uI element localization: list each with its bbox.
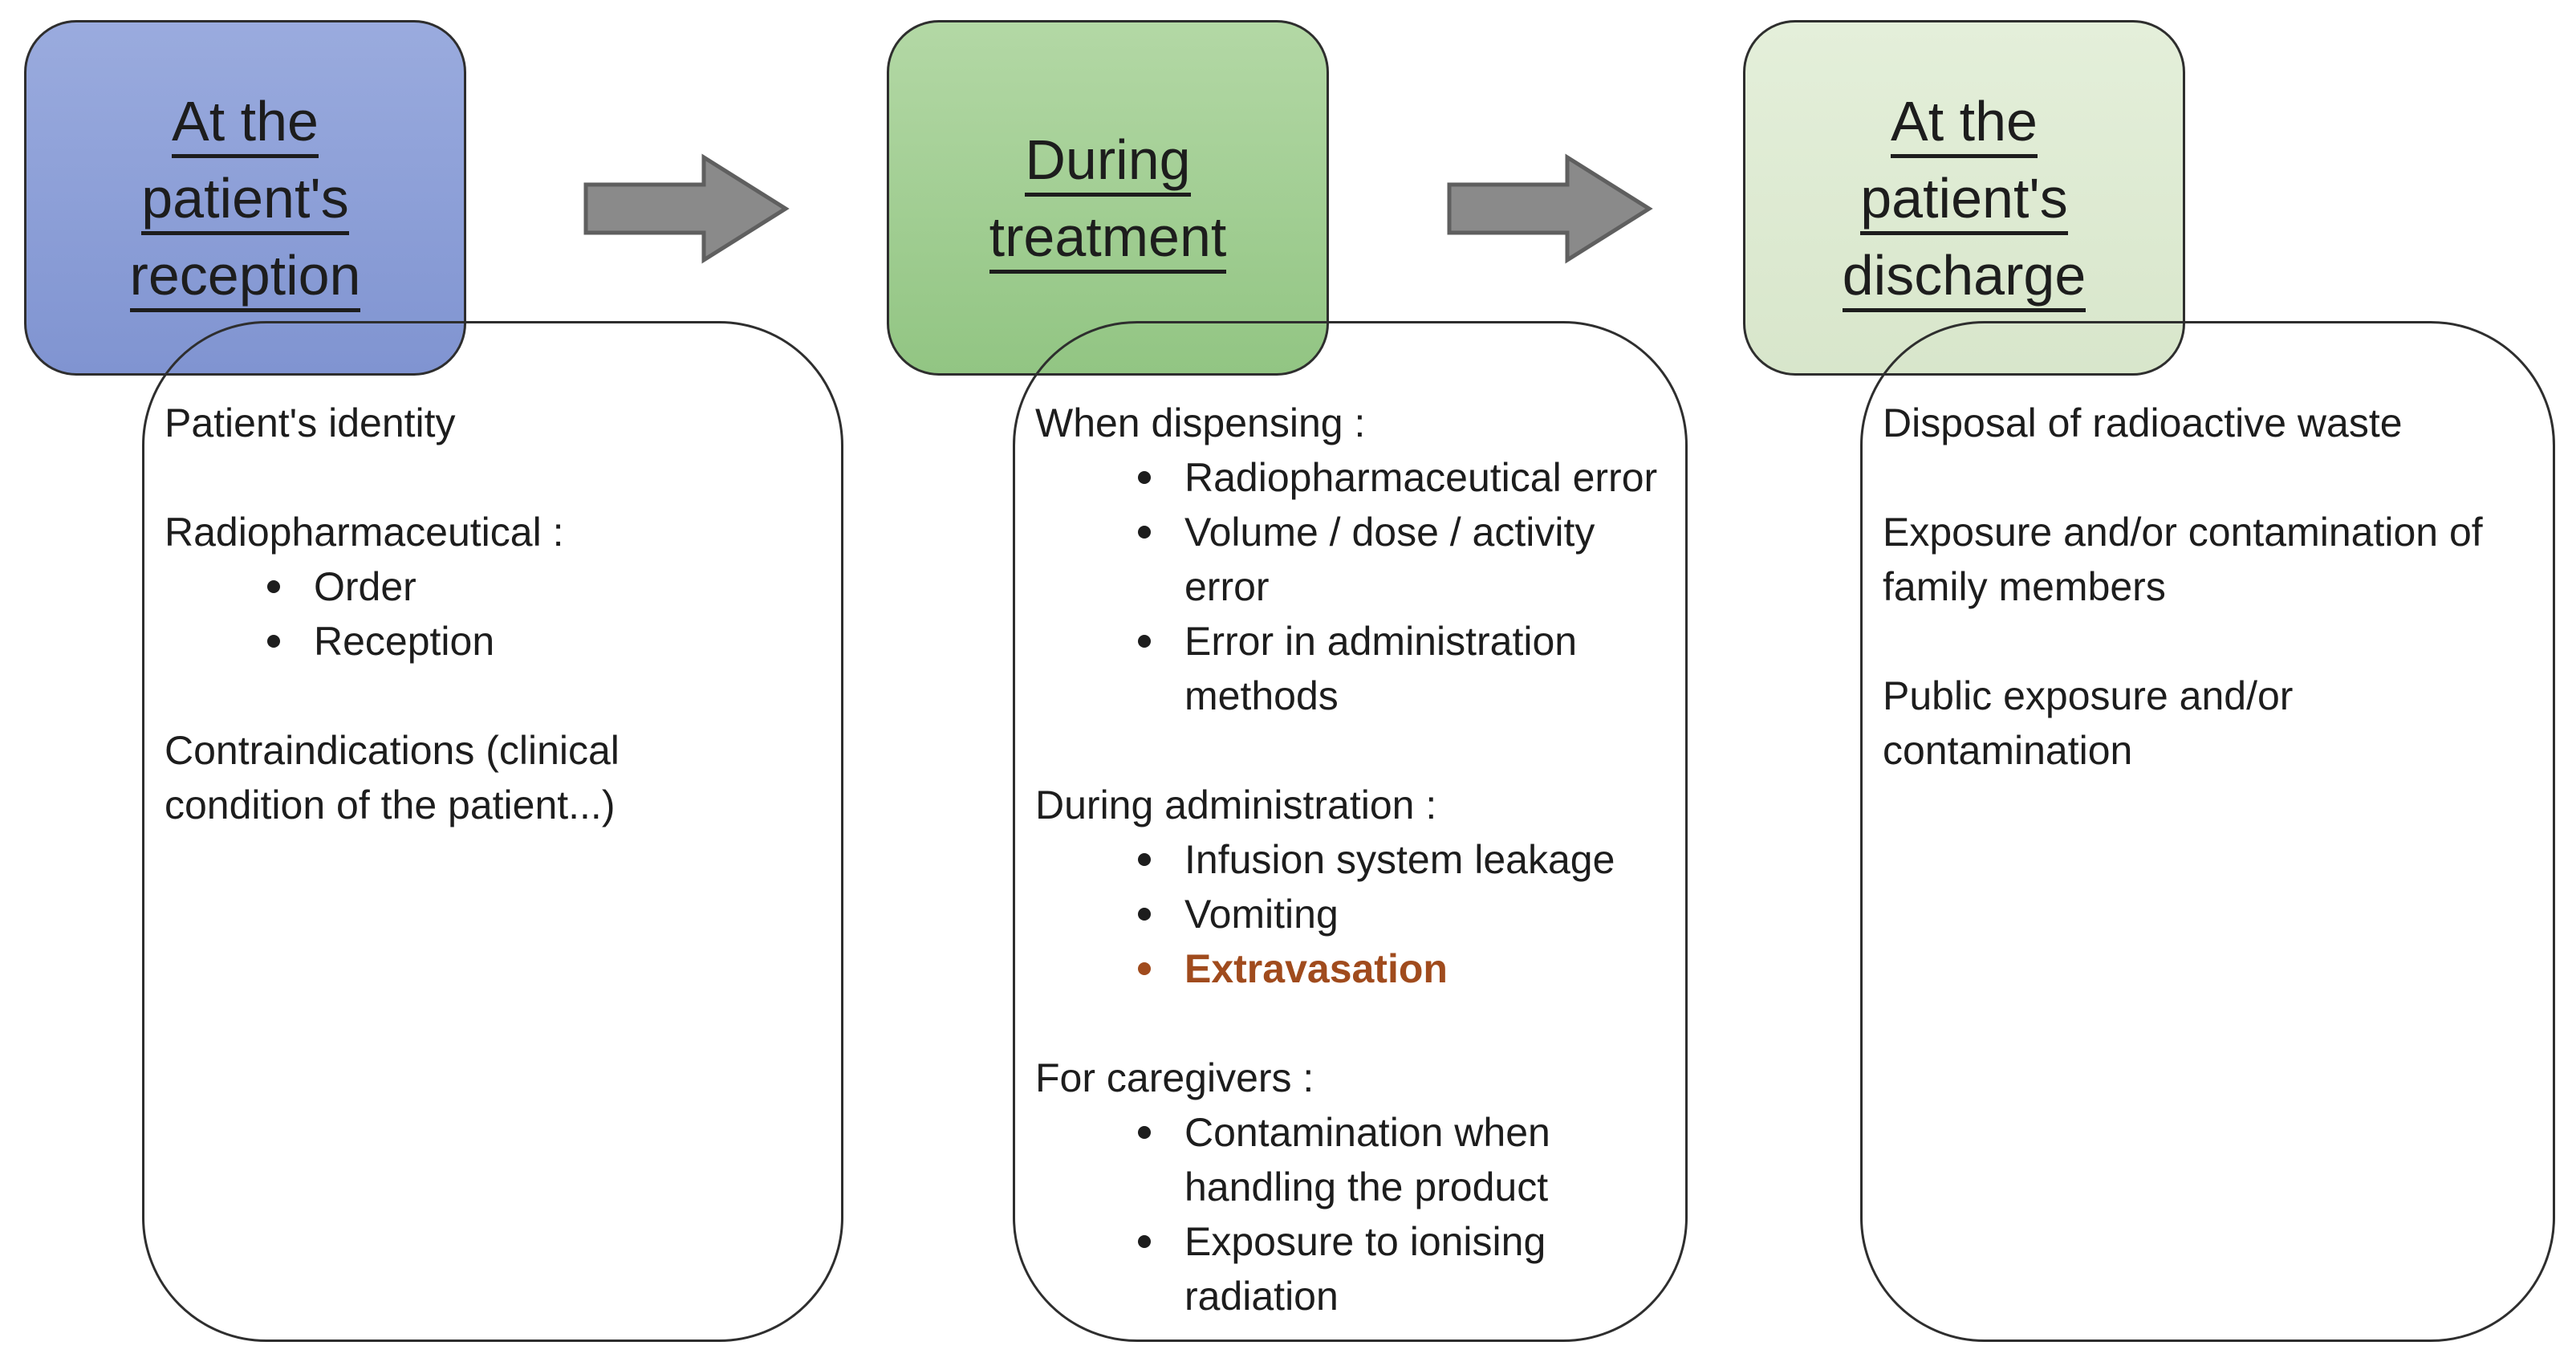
bullet-item: Error in administration methods: [1035, 614, 1673, 723]
stage-title-line: At the: [130, 83, 361, 160]
bullet-item: Extravasation: [1035, 941, 1673, 996]
stage-title-line: reception: [129, 237, 361, 314]
bullet-item: Infusion system leakage: [1035, 832, 1673, 887]
blank-line: [165, 669, 761, 723]
text-line: Exposure and/or contamination of family …: [1883, 510, 2483, 609]
stage-title-discharge: At the patient's discharge: [1842, 83, 2086, 314]
blank-line: [1883, 614, 2513, 669]
bullet-item: Vomiting: [1035, 887, 1673, 941]
stage-title-reception: At the patient's reception: [129, 83, 361, 314]
stage-title-text: patient's: [141, 170, 349, 235]
stage-title-text: At the: [172, 93, 319, 158]
bullet-item: Reception: [165, 614, 761, 669]
stage-title-text: discharge: [1842, 247, 2086, 312]
stage-title-line: At the: [1843, 83, 2086, 160]
bullet-item: Volume / dose / activity error: [1035, 505, 1673, 614]
text-line: Disposal of radioactive waste: [1883, 400, 2403, 445]
text-line: When dispensing :: [1035, 400, 1366, 445]
stage-header-reception: At the patient's reception: [24, 20, 466, 376]
text-line: Patient's identity: [165, 400, 456, 445]
stage-title-text: treatment: [989, 209, 1227, 274]
stage-header-treatment: During treatment: [887, 20, 1329, 376]
blank-line: [1035, 996, 1673, 1051]
bullet-item: Contamination when handling the product: [1035, 1105, 1673, 1214]
stage-title-line: During: [989, 121, 1227, 198]
panel-body-treatment: When dispensing : Radiopharmaceutical err…: [1015, 323, 1685, 1323]
flow-arrow-icon: [583, 153, 790, 264]
text-line: For caregivers :: [1035, 1055, 1314, 1100]
stage-title-text: reception: [129, 247, 361, 312]
stage-header-discharge: At the patient's discharge: [1743, 20, 2185, 376]
blank-line: [165, 450, 761, 505]
bullet-item: Order: [165, 559, 761, 614]
stage-title-text: patient's: [1860, 170, 2068, 235]
stage-title-line: patient's: [1843, 160, 2086, 237]
stage-title-line: patient's: [130, 160, 361, 237]
stage-title-text: During: [1025, 132, 1191, 197]
stage-panel-treatment: When dispensing : Radiopharmaceutical err…: [1013, 321, 1688, 1342]
text-line: Public exposure and/or contamination: [1883, 673, 2294, 773]
blank-line: [1035, 723, 1673, 778]
blank-line: [1883, 450, 2513, 505]
stage-title-line: discharge: [1842, 237, 2086, 314]
text-line: Radiopharmaceutical :: [165, 510, 564, 555]
text-line: During administration :: [1035, 783, 1437, 827]
bullet-item: Exposure to ionising radiation: [1035, 1214, 1673, 1323]
stage-title-treatment: During treatment: [989, 121, 1227, 275]
flow-arrow-icon: [1447, 153, 1653, 264]
stage-title-line: treatment: [989, 198, 1227, 275]
stage-title-text: At the: [1891, 93, 2038, 158]
bullet-item: Radiopharmaceutical error: [1035, 450, 1673, 505]
text-line: Contraindications (clinical condition of…: [165, 728, 620, 827]
